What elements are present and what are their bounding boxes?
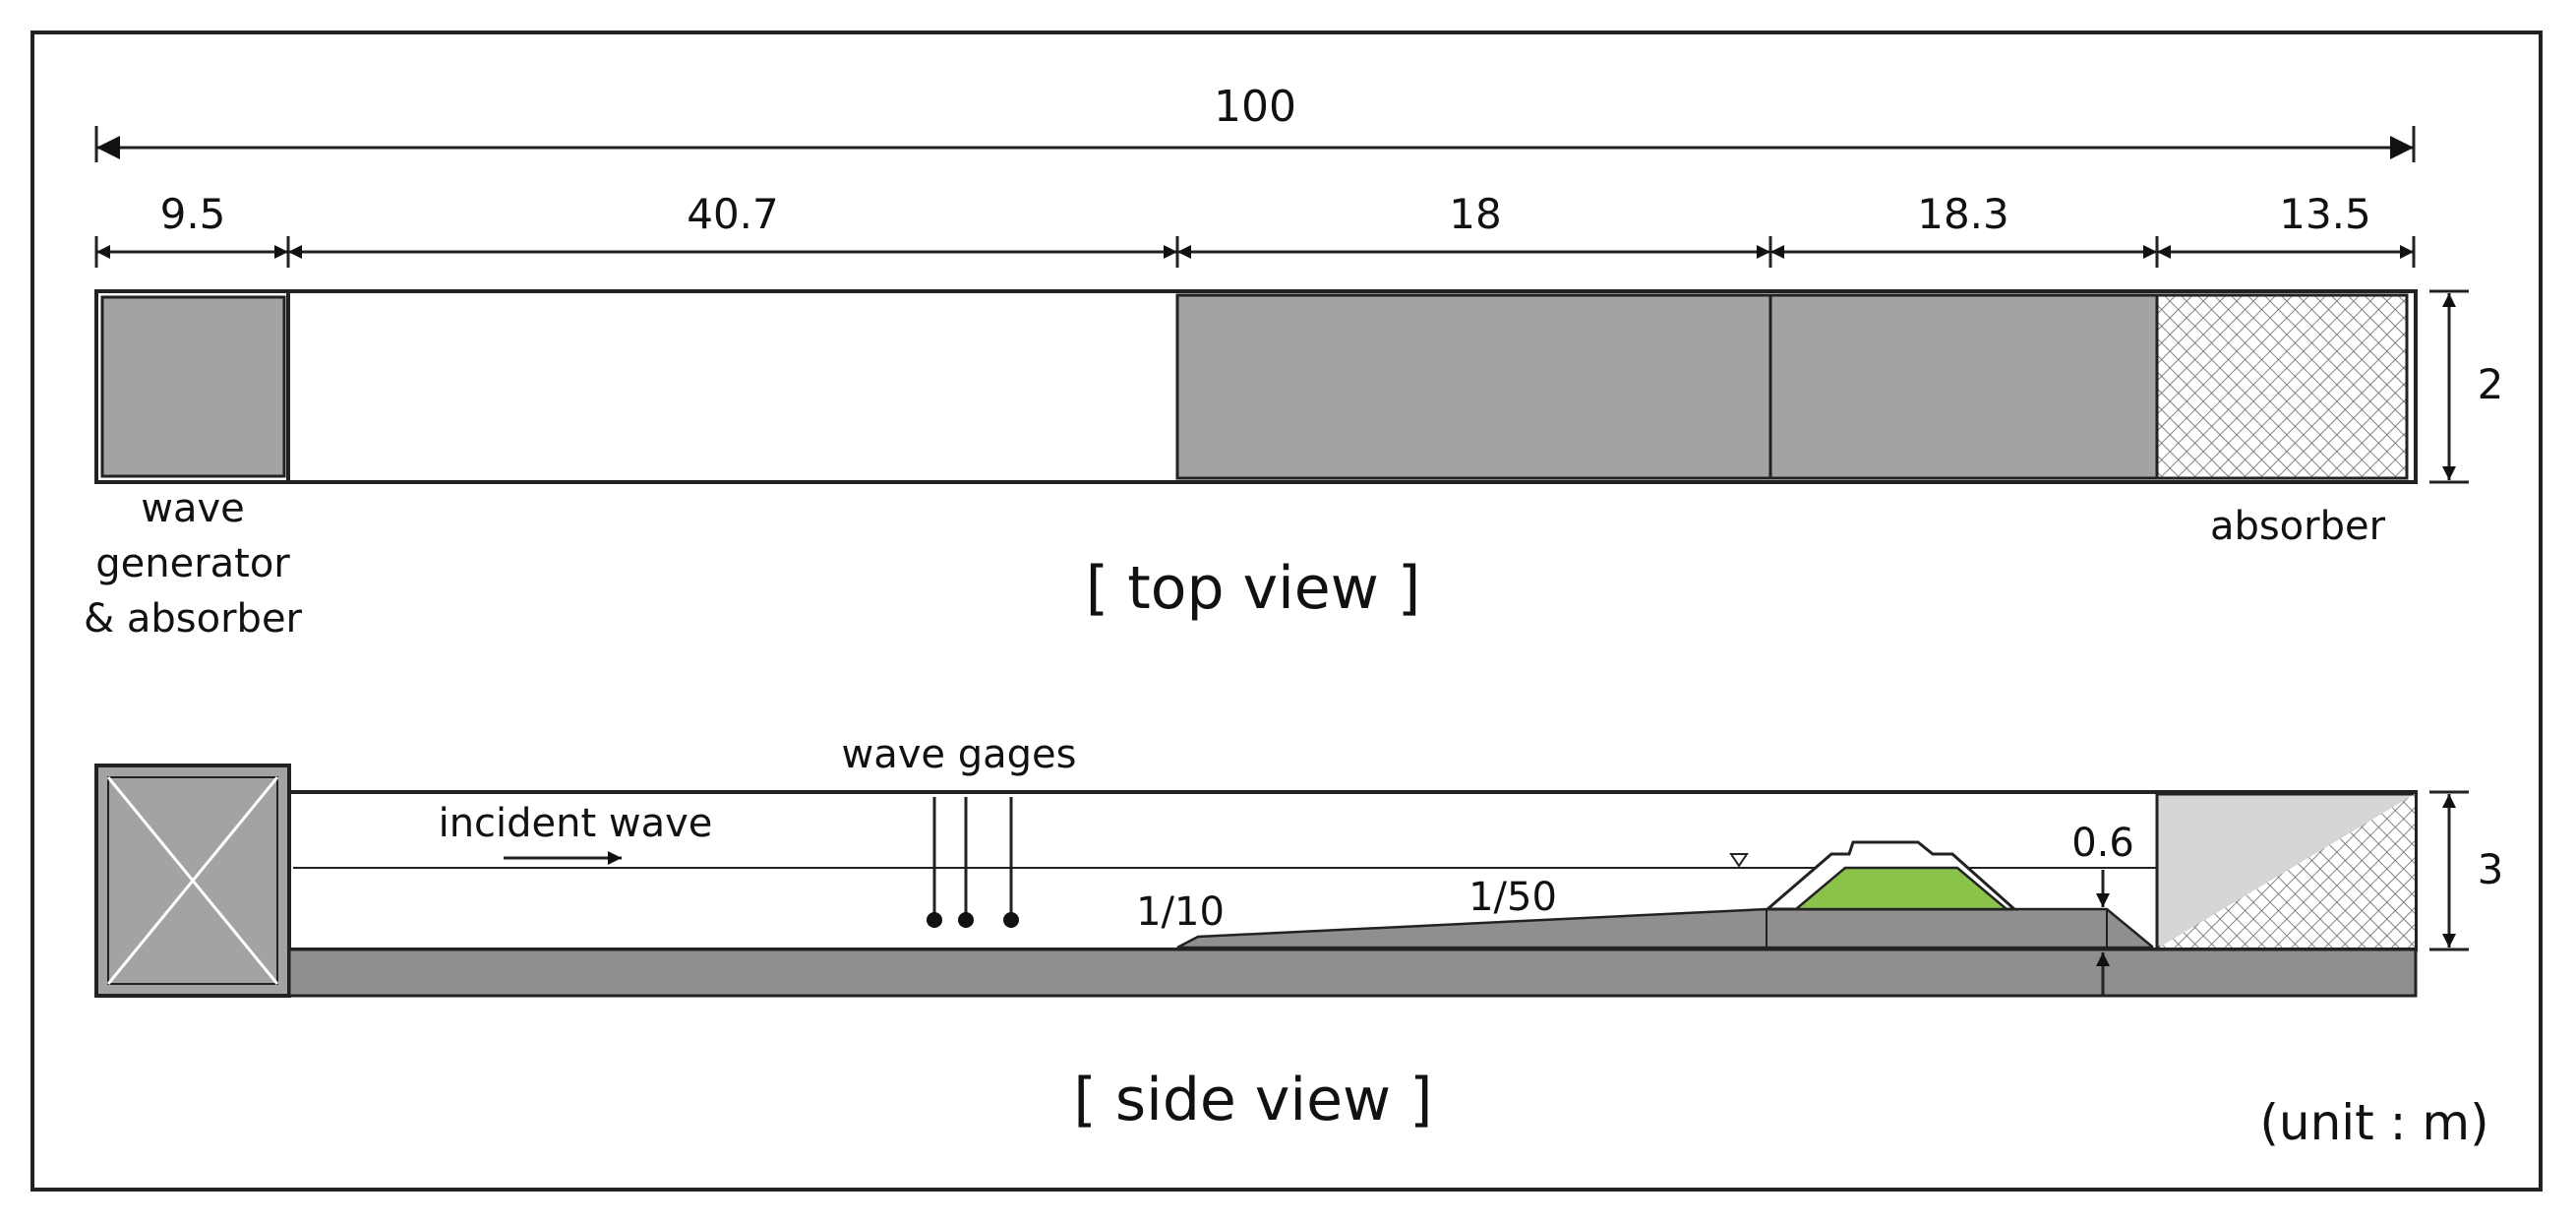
unit-label: (unit : m) bbox=[2259, 1094, 2488, 1151]
side-view-flume bbox=[94, 764, 2418, 998]
segment-label-1: 9.5 bbox=[160, 190, 226, 238]
water-depth-dimension: 0.6 bbox=[2071, 821, 2134, 996]
absorber-hatch-side bbox=[2159, 794, 2415, 948]
total-length-dimension: 100 bbox=[94, 82, 2416, 162]
wave-generator-label-line-3: & absorber bbox=[84, 596, 303, 642]
segment-label-2: 40.7 bbox=[687, 190, 779, 238]
water-level-marker bbox=[1729, 853, 1749, 868]
wave-gage-2 bbox=[958, 912, 974, 928]
structure-section-top bbox=[1768, 293, 2159, 480]
segment-label-3: 18 bbox=[1449, 190, 1501, 238]
wave-gage-1 bbox=[927, 912, 942, 928]
water-depth-label: 0.6 bbox=[2071, 821, 2134, 866]
segment-label-4: 18.3 bbox=[1917, 190, 2009, 238]
wave-generator-block-top bbox=[100, 295, 286, 478]
segment-dimensions: 9.5 40.7 18 18.3 13.5 bbox=[94, 190, 2416, 268]
depth-label: 3 bbox=[2478, 845, 2504, 893]
figure-frame bbox=[30, 31, 2543, 1192]
absorber-block-top bbox=[2155, 293, 2409, 480]
slope-label-1-10: 1/10 bbox=[1136, 889, 1225, 935]
wave-generator-cross-2 bbox=[106, 776, 279, 985]
wave-generator-label-line-1: wave bbox=[141, 486, 245, 531]
width-label: 2 bbox=[2478, 360, 2504, 408]
incident-wave-label: incident wave bbox=[439, 801, 713, 846]
depth-dimension: 3 bbox=[2429, 790, 2504, 951]
top-view-title: [ top view ] bbox=[1086, 554, 1421, 623]
side-view-title: [ side view ] bbox=[1073, 1066, 1432, 1134]
total-length-label: 100 bbox=[1214, 82, 1296, 132]
absorber-label: absorber bbox=[2210, 504, 2386, 549]
shoal-section-top bbox=[1175, 293, 1772, 480]
slope-label-1-50: 1/50 bbox=[1468, 875, 1557, 920]
wave-gages bbox=[927, 797, 1019, 928]
wave-gages-label: wave gages bbox=[842, 732, 1077, 777]
wave-gage-3 bbox=[1003, 912, 1019, 928]
wave-generator-label-line-2: generator bbox=[95, 541, 290, 586]
segment-label-5: 13.5 bbox=[2279, 190, 2371, 238]
top-view-flume bbox=[94, 289, 2418, 484]
flume-floor bbox=[287, 948, 2418, 998]
width-dimension: 2 bbox=[2429, 289, 2504, 484]
breakwater-green-core bbox=[1792, 866, 2010, 911]
